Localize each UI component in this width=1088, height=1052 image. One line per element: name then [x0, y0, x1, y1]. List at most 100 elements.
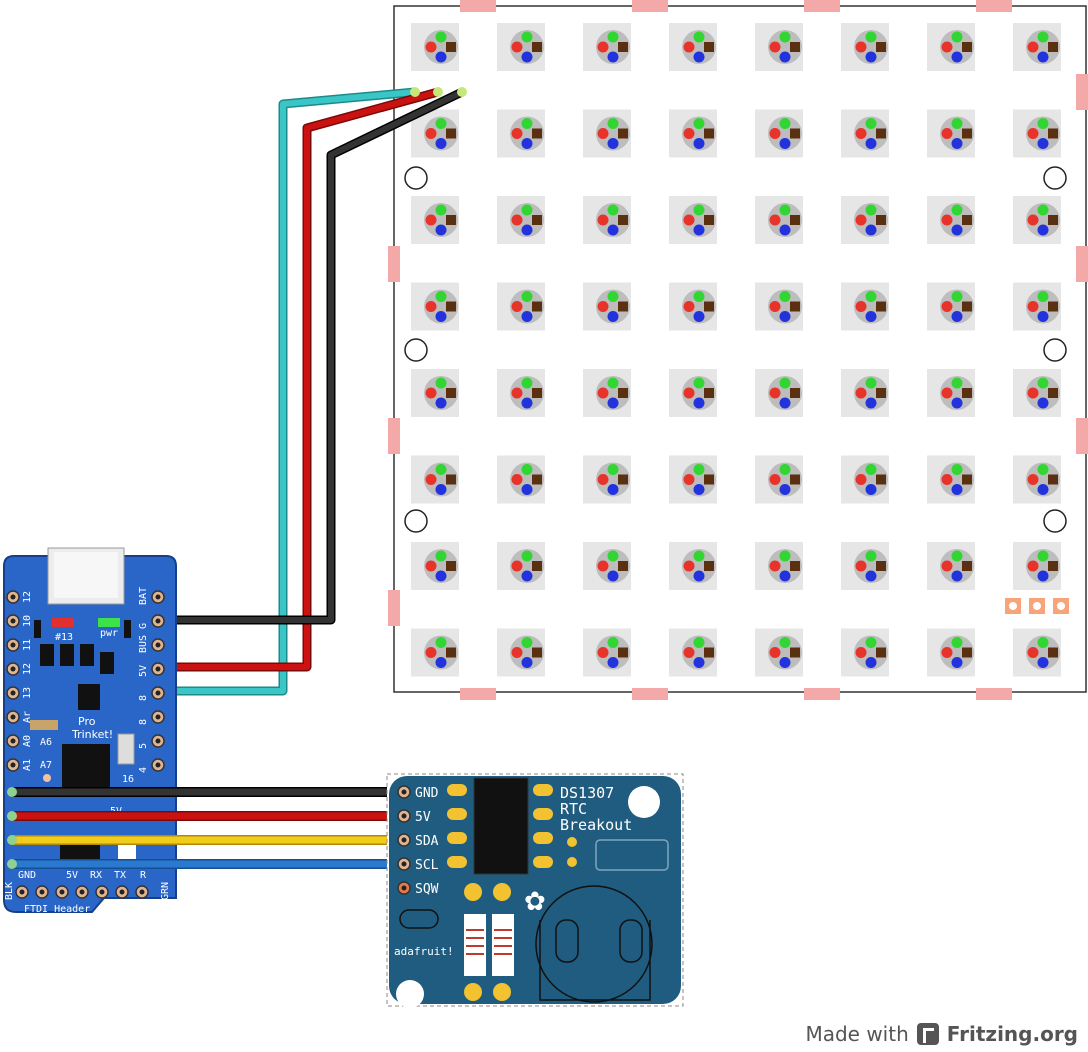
- trinket-right-pin-label: 5V: [138, 665, 149, 677]
- rtc-pin-label: SQW: [415, 882, 439, 897]
- led-pixel: [755, 282, 803, 331]
- rtc-pin: 5V: [397, 809, 431, 825]
- led-pixel: [927, 369, 975, 417]
- led-pixel: [497, 542, 545, 590]
- rtc-title-1: DS1307: [560, 784, 614, 802]
- led-pixel: [497, 23, 545, 71]
- trinket-left-pin: [6, 758, 20, 772]
- trinket-left-pin-label: 12: [22, 663, 33, 675]
- mounting-holes: [404, 166, 1067, 533]
- rtc-wires: [7, 787, 404, 869]
- battery-holder: [535, 885, 653, 1003]
- led-pixel: [927, 109, 975, 158]
- fritzing-brand: Fritzing.org: [946, 1022, 1078, 1046]
- made-with-text: Made with: [805, 1022, 909, 1046]
- led-pixel: [583, 109, 631, 158]
- rtc-chip: [473, 777, 529, 875]
- trinket-left-pin-label: 11: [22, 639, 33, 651]
- ftdi-pin: [115, 885, 129, 899]
- led-pixel: [411, 455, 459, 504]
- led-pixel: [583, 542, 631, 590]
- ds1307-rtc-board: ✿ adafruit! DS1307 RTC Breakout GND5VSDA…: [386, 773, 684, 1008]
- trinket-left-pin-label: 13: [22, 687, 33, 699]
- trinket-left-pin: [6, 662, 20, 676]
- led-pixel: [497, 369, 545, 417]
- pwr-label: pwr: [100, 628, 118, 639]
- led-pixel: [755, 196, 803, 244]
- led-pixel: [669, 282, 717, 331]
- trinket-left-pin: [6, 638, 20, 652]
- led-pixel: [669, 369, 717, 417]
- trinket-right-pin: [151, 710, 165, 724]
- led-pixel: [1013, 369, 1061, 417]
- led-pixel: [1013, 196, 1061, 244]
- led-pixel: [755, 109, 803, 158]
- led-pixel: [411, 23, 459, 71]
- a7-label: A7: [40, 760, 52, 771]
- trinket-right-pin-label: 8: [138, 695, 149, 701]
- led-pixel: [1013, 282, 1061, 331]
- led-pixel: [583, 23, 631, 71]
- trinket-left-pin: [6, 734, 20, 748]
- led-pixel: [841, 455, 889, 504]
- wire-data-cyan: [158, 87, 416, 696]
- ftdi-header-label: FTDI Header: [24, 904, 90, 915]
- led-pixel: [841, 542, 889, 590]
- led-pixel: [583, 369, 631, 417]
- trinket-left-pin: [6, 710, 20, 724]
- trinket-right-pin-label: 4: [138, 767, 149, 773]
- trinket-right-pin: [151, 734, 165, 748]
- trinket-right-pin-label: 5: [138, 743, 149, 749]
- led-pixel: [841, 23, 889, 71]
- led-pixel: [841, 628, 889, 677]
- led-pixel: [927, 542, 975, 590]
- ftdi-5v-label: 5V: [66, 870, 78, 881]
- trinket-right-pin-label: G: [138, 623, 149, 629]
- led-pixel: [755, 455, 803, 504]
- ftdi-pin: [35, 885, 49, 899]
- rtc-pin: GND: [397, 785, 439, 801]
- led-pixel: [411, 369, 459, 417]
- adafruit-flower-icon: ✿: [524, 887, 546, 917]
- ftdi-pin: [75, 885, 89, 899]
- trinket-left-pin-label: 12: [22, 591, 33, 603]
- trinket-name-1: Pro: [78, 715, 96, 728]
- trinket-left-pin: [6, 686, 20, 700]
- ftdi-header: BLK GND 5V RX TX R GRN FTDI Header: [4, 870, 171, 915]
- led-pixel: [583, 628, 631, 677]
- led-pixel: [841, 109, 889, 158]
- a6-label: A6: [40, 737, 52, 748]
- trinket-left-pin-label: Ar: [22, 711, 33, 723]
- rtc-title-3: Breakout: [560, 816, 632, 834]
- led-pixel: [411, 542, 459, 590]
- led-pixel: [411, 282, 459, 331]
- trinket-right-pin-label: BUS: [138, 635, 149, 653]
- ftdi-r-label: R: [140, 870, 147, 881]
- led-pixel: [411, 628, 459, 677]
- ftdi-rx-label: RX: [90, 870, 102, 881]
- led-pixel: [755, 542, 803, 590]
- trinket-left-pin-label: A0: [22, 735, 33, 747]
- trinket-name-2: Trinket!: [71, 728, 113, 741]
- matrix-edge-tabs: [388, 0, 1088, 700]
- led-pixel: [755, 369, 803, 417]
- led-pixel: [497, 282, 545, 331]
- led-pixel: [497, 628, 545, 677]
- rtc-brand: adafruit!: [394, 945, 454, 958]
- trinket-left-pin: [6, 614, 20, 628]
- led-pixel: [841, 196, 889, 244]
- trinket-right-pin-label: BAT: [138, 587, 149, 605]
- led-pixel: [1013, 109, 1061, 158]
- led-pixel: [497, 455, 545, 504]
- led-pixel: [583, 282, 631, 331]
- trinket-right-pin: [151, 590, 165, 604]
- trinket-right-pin-label: 8: [138, 719, 149, 725]
- led-grid: [411, 23, 1061, 677]
- rtc-pin-label: GND: [415, 786, 439, 801]
- led-pixel: [755, 23, 803, 71]
- trinket-left-pin-label: 10: [22, 615, 33, 627]
- ftdi-pin: [15, 885, 29, 899]
